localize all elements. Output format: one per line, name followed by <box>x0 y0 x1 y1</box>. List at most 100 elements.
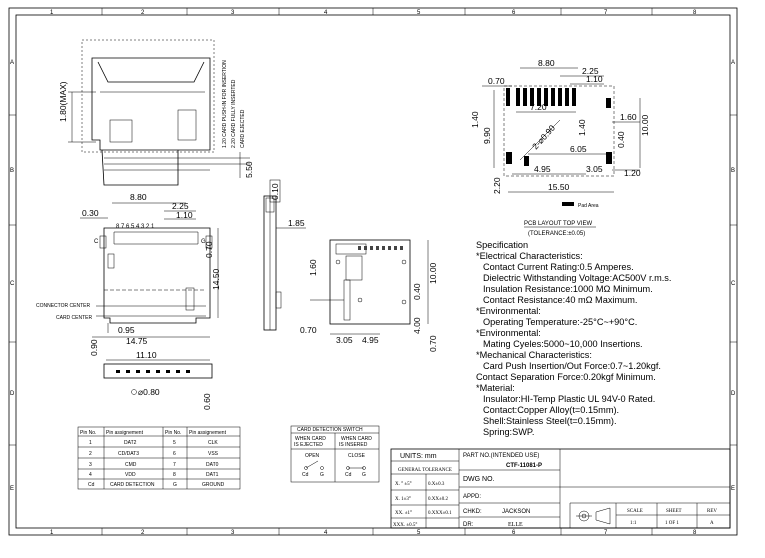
svg-text:⌀0.80: ⌀0.80 <box>138 387 160 397</box>
svg-text:GROUND: GROUND <box>202 482 225 488</box>
svg-text:CD/DAT3: CD/DAT3 <box>118 451 139 457</box>
svg-text:14.50: 14.50 <box>211 268 221 290</box>
svg-text:1.60: 1.60 <box>308 259 318 276</box>
svg-text:10.00: 10.00 <box>640 114 650 136</box>
svg-text:8.80: 8.80 <box>130 192 147 202</box>
zone-column-labels: 1 2 3 4 5 6 7 8 1 2 3 4 5 6 7 8 <box>50 10 697 536</box>
svg-text:1: 1 <box>50 530 54 536</box>
svg-text:9.90: 9.90 <box>482 127 492 144</box>
svg-text:2: 2 <box>141 10 145 16</box>
svg-text:CARD DETECTION: CARD DETECTION <box>110 482 155 488</box>
svg-text:11.10: 11.10 <box>136 350 157 360</box>
svg-text:Spring:SWP.: Spring:SWP. <box>483 427 534 437</box>
svg-text:0.30: 0.30 <box>82 208 99 218</box>
svg-text:6: 6 <box>512 10 516 16</box>
svg-text:Contact Resistance:40 mΩ Maxim: Contact Resistance:40 mΩ Maximum. <box>483 295 637 305</box>
svg-text:0.40: 0.40 <box>412 283 422 300</box>
svg-text:7: 7 <box>604 530 608 536</box>
svg-text:G: G <box>320 472 324 478</box>
svg-text:3: 3 <box>89 462 92 468</box>
svg-text:CLOSE: CLOSE <box>348 453 366 459</box>
pad-area-swatch <box>562 202 574 206</box>
pcb-tolerance: (TOLERANCE:±0.05) <box>528 231 585 237</box>
svg-text:8.80: 8.80 <box>538 58 555 68</box>
appd-label: APPD: <box>463 494 481 500</box>
svg-text:4.95: 4.95 <box>362 335 379 345</box>
side-550-dim: 5.50 <box>244 161 254 178</box>
rev-value: A <box>710 521 714 526</box>
svg-text:2: 2 <box>141 530 145 536</box>
units-label: UNITS: mm <box>400 453 437 460</box>
svg-text:*Environmental:: *Environmental: <box>476 328 541 338</box>
svg-text:Pin assignement: Pin assignement <box>106 430 144 436</box>
thin-view: 0.10 1.85 <box>263 179 306 331</box>
svg-text:WHEN CARD: WHEN CARD <box>295 436 326 442</box>
svg-text:Contact Current Rating:0.5 Amp: Contact Current Rating:0.5 Amperes. <box>483 262 634 272</box>
svg-text:CLK: CLK <box>208 440 218 446</box>
general-tolerance: GENERAL TOLERANCE <box>398 468 452 473</box>
svg-text:B: B <box>731 168 735 174</box>
svg-text:C: C <box>10 281 15 287</box>
projection-symbol-icon <box>576 507 611 525</box>
svg-text:DAT1: DAT1 <box>206 472 219 478</box>
svg-text:1.10: 1.10 <box>176 210 193 220</box>
svg-text:3.05: 3.05 <box>586 164 603 174</box>
svg-text:A: A <box>731 60 735 66</box>
svg-text:5: 5 <box>417 10 421 16</box>
chkd-name: JACKSON <box>502 509 530 515</box>
svg-text:0.70: 0.70 <box>428 335 438 352</box>
svg-text:G: G <box>173 482 177 488</box>
svg-text:1.40: 1.40 <box>470 111 480 128</box>
svg-text:7.20: 7.20 <box>530 102 547 112</box>
svg-text:Contact:Copper Alloy(t=0.15mm): Contact:Copper Alloy(t=0.15mm). <box>483 405 619 415</box>
chkd-label: CHKD: <box>463 509 482 515</box>
dr-label: DR: <box>463 522 474 528</box>
svg-text:OPEN: OPEN <box>305 453 320 459</box>
part-no: CTF-11081-P <box>506 463 542 469</box>
svg-text:0.XXX±0.1: 0.XXX±0.1 <box>428 511 452 516</box>
svg-text:B: B <box>10 168 14 174</box>
front-view: 8.80 2.25 1.10 0.30 8 7 6 5 4 3 2 1 C G … <box>36 192 221 410</box>
svg-text:D: D <box>731 391 736 397</box>
front-g-label: G <box>201 239 206 245</box>
svg-text:1.40: 1.40 <box>577 119 587 136</box>
side-label-push: 1.20 CARD PUSH-IN FOR INSERTION <box>222 60 228 148</box>
dwg-no-label: DWG NO. <box>463 476 495 483</box>
svg-text:1.60: 1.60 <box>620 112 637 122</box>
svg-text:WHEN CARD: WHEN CARD <box>341 436 372 442</box>
svg-text:0.70: 0.70 <box>300 325 317 335</box>
svg-text:1: 1 <box>50 10 54 16</box>
svg-text:Pin assignement: Pin assignement <box>189 430 227 436</box>
scale-label: SCALE <box>627 509 643 514</box>
part-no-label: PART NO.(INTENDED USE) <box>463 453 539 459</box>
svg-text:CARD DETECTION SWITCH: CARD DETECTION SWITCH <box>297 427 363 433</box>
svg-text:4.95: 4.95 <box>534 164 551 174</box>
svg-text:Operating Temperature:-25°C~+9: Operating Temperature:-25°C~+90°C. <box>483 317 637 327</box>
svg-text:*Environmental:: *Environmental: <box>476 306 541 316</box>
svg-text:4: 4 <box>324 10 328 16</box>
svg-text:4: 4 <box>89 472 92 478</box>
svg-text:IS EJECTED: IS EJECTED <box>294 442 323 448</box>
svg-text:1: 1 <box>89 440 92 446</box>
svg-text:VSS: VSS <box>208 451 219 457</box>
svg-text:0.10: 0.10 <box>270 183 280 200</box>
sheet-value: 1 OF 1 <box>665 521 679 526</box>
pin-table: Pin No. Pin assignement Pin No. Pin assi… <box>77 426 241 490</box>
svg-text:6.05: 6.05 <box>570 144 587 154</box>
side-label-ejected: CARD EJECTED <box>240 109 246 148</box>
svg-text:2.20: 2.20 <box>492 177 502 194</box>
svg-text:15.50: 15.50 <box>548 182 570 192</box>
svg-text:0.95: 0.95 <box>118 325 135 335</box>
svg-text:DAT2: DAT2 <box>124 440 137 446</box>
detection-switch-table: CARD DETECTION SWITCH WHEN CARD IS EJECT… <box>290 425 380 483</box>
pcb-pads <box>506 88 612 166</box>
svg-text:0.70: 0.70 <box>204 241 214 258</box>
svg-text:3: 3 <box>231 530 235 536</box>
side-max-dim: 1.80(MAX) <box>58 81 68 122</box>
svg-text:2.25: 2.25 <box>172 201 189 211</box>
connector-center-label: CONNECTOR CENTER <box>36 303 90 309</box>
svg-text:Cd: Cd <box>345 472 352 478</box>
title-block: UNITS: mm GENERAL TOLERANCE X. ° ±5° 0.X… <box>390 448 731 529</box>
svg-text:*Mechanical Characteristics:: *Mechanical Characteristics: <box>476 350 592 360</box>
